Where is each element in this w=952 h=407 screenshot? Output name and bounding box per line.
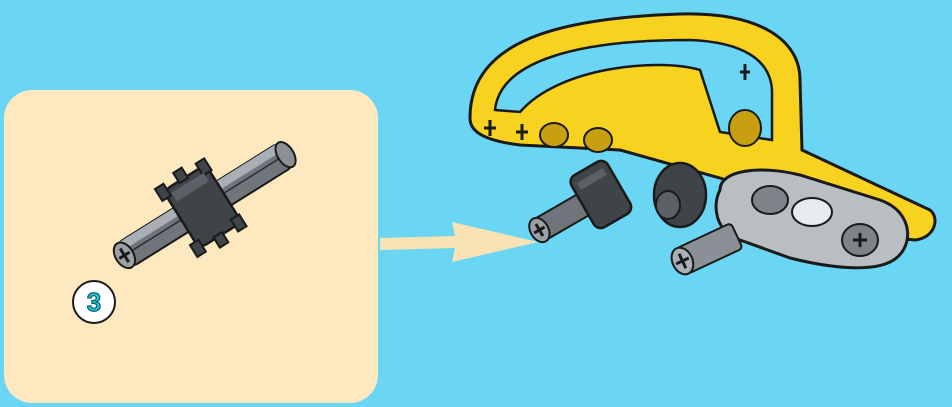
dark-bush-part-icon: [654, 163, 706, 227]
axle-part-icon: [667, 223, 742, 278]
dark-gear-part-icon: [517, 158, 634, 260]
